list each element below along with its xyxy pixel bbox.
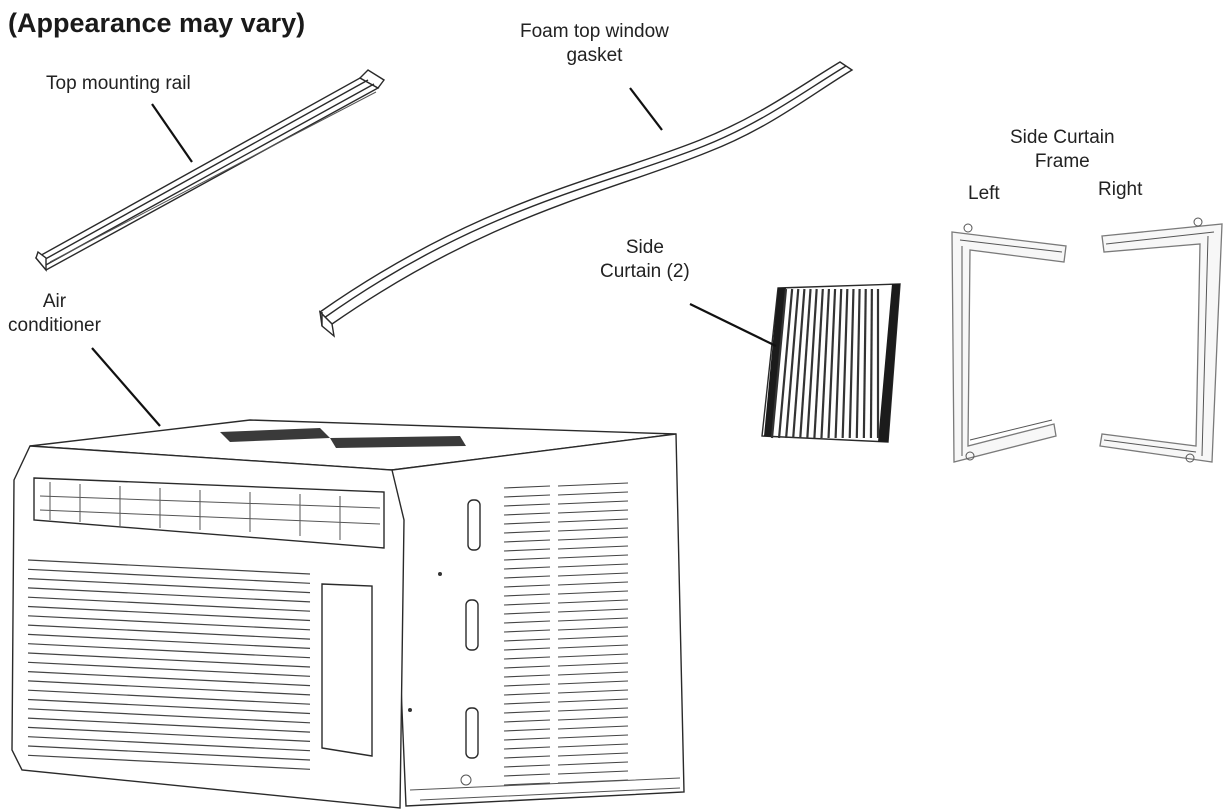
top-mounting-rail bbox=[36, 70, 384, 270]
air-conditioner bbox=[12, 420, 684, 808]
leader-rail bbox=[152, 104, 192, 162]
leader-side-curtain bbox=[690, 304, 776, 346]
side-curtain-frame-right bbox=[1100, 218, 1222, 462]
leader-gasket bbox=[630, 88, 662, 130]
leader-air-conditioner bbox=[92, 348, 160, 426]
side-curtain-frame-left bbox=[952, 224, 1066, 462]
foam-gasket bbox=[320, 62, 852, 336]
side-curtain bbox=[762, 284, 900, 442]
